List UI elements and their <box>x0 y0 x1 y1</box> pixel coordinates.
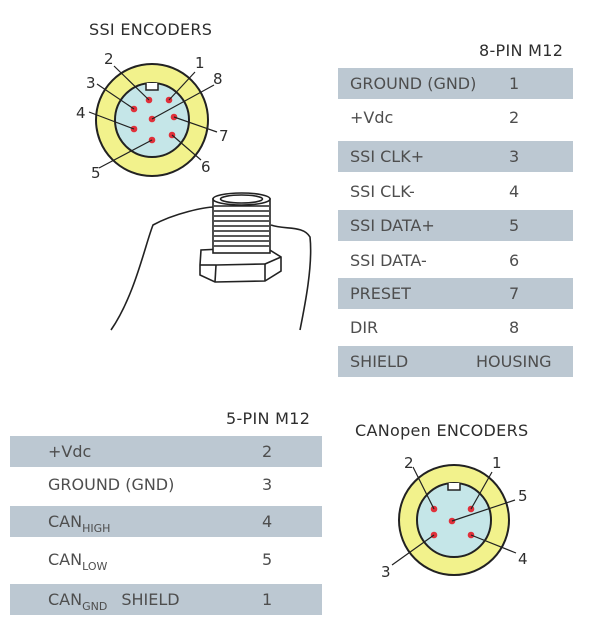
signal-name: SHIELD <box>350 352 409 371</box>
table-row: SSI DATA- 6 <box>338 245 573 276</box>
pin-number: 6 <box>509 251 520 270</box>
signal-name: SSI DATA- <box>350 251 427 270</box>
table-row: CANHIGH 4 <box>10 506 322 537</box>
pin-number: 3 <box>509 147 520 166</box>
ssi-connector-diagram: 1 2 3 4 5 6 7 8 <box>76 50 229 182</box>
m12-connector-illustration <box>110 192 312 331</box>
table-row: GROUND (GND) 1 <box>338 68 573 99</box>
table-row: PRESET 7 <box>338 278 573 309</box>
pin-number: 1 <box>262 590 273 609</box>
ssi-pin-label-8: 8 <box>213 70 223 88</box>
ssi-pin-label-3: 3 <box>86 74 96 92</box>
ssi-pin-label-7: 7 <box>219 127 229 145</box>
table-row: SSI CLK- 4 <box>338 176 573 207</box>
ssi-pin-label-1: 1 <box>195 54 205 72</box>
ssi-title: SSI ENCODERS <box>89 20 213 39</box>
pin-number: HOUSING <box>476 352 552 371</box>
table-row: +Vdc 2 <box>10 436 322 467</box>
ssi-pin-label-5: 5 <box>91 164 101 182</box>
canopen-pin-label-3: 3 <box>381 563 391 581</box>
ssi-pin-label-2: 2 <box>104 50 114 68</box>
pin-number: 7 <box>509 284 520 303</box>
signal-name: SSI DATA+ <box>350 216 435 235</box>
table-row: GROUND (GND) 3 <box>10 469 322 500</box>
ssi-pin-label-6: 6 <box>201 158 211 176</box>
signal-name: GROUND (GND) <box>350 74 477 93</box>
ssi-pin-7-dot <box>170 113 178 121</box>
pin-number: 2 <box>262 442 273 461</box>
ssi-pinout-table: GROUND (GND) 1 +Vdc 2 SSI CLK+ 3 SSI CLK… <box>338 68 573 378</box>
ssi-table-title: 8-PIN M12 <box>479 41 564 60</box>
pin-number: 4 <box>509 182 520 201</box>
signal-name: PRESET <box>350 284 411 303</box>
signal-name: GROUND (GND) <box>48 475 175 494</box>
pin-number: 5 <box>262 550 273 569</box>
canopen-pin-label-1: 1 <box>492 454 502 472</box>
signal-name: SSI CLK+ <box>350 147 425 166</box>
pin-number: 3 <box>262 475 273 494</box>
table-row: SHIELD HOUSING <box>338 346 573 377</box>
ssi-key-notch <box>145 83 159 91</box>
signal-name: CANHIGH <box>48 512 111 535</box>
canopen-connector-diagram: 1 2 3 4 5 <box>381 454 528 581</box>
pin-number: 8 <box>509 318 520 337</box>
canopen-pin-label-5: 5 <box>518 487 528 505</box>
table-row: DIR 8 <box>338 312 573 343</box>
table-row: SSI DATA+ 5 <box>338 210 573 241</box>
table-row: CANLOW 5 <box>10 544 322 575</box>
signal-name: CANLOW <box>48 550 108 573</box>
canopen-title: CANopen ENCODERS <box>355 421 529 440</box>
signal-name: SSI CLK- <box>350 182 415 201</box>
ssi-pin-8-dot <box>148 115 156 123</box>
signal-name: DIR <box>350 318 379 337</box>
pin-number: 1 <box>509 74 520 93</box>
signal-name: +Vdc <box>350 108 394 127</box>
mounting-surface-outline <box>110 206 312 331</box>
table-row: +Vdc 2 <box>338 102 573 133</box>
threaded-body <box>212 192 271 254</box>
canopen-pinout-table: +Vdc 2 GROUND (GND) 3 CANHIGH 4 CANLOW 5… <box>10 436 322 616</box>
pin-number: 5 <box>509 216 520 235</box>
canopen-pin-label-2: 2 <box>404 454 414 472</box>
canopen-key-notch <box>447 483 461 491</box>
table-row: SSI CLK+ 3 <box>338 141 573 172</box>
ssi-pin-label-4: 4 <box>76 104 86 122</box>
pin-number: 2 <box>509 108 520 127</box>
pin-number: 4 <box>262 512 273 531</box>
canopen-pin-label-4: 4 <box>518 550 528 568</box>
signal-name: +Vdc <box>48 442 92 461</box>
canopen-table-title: 5-PIN M12 <box>226 409 311 428</box>
